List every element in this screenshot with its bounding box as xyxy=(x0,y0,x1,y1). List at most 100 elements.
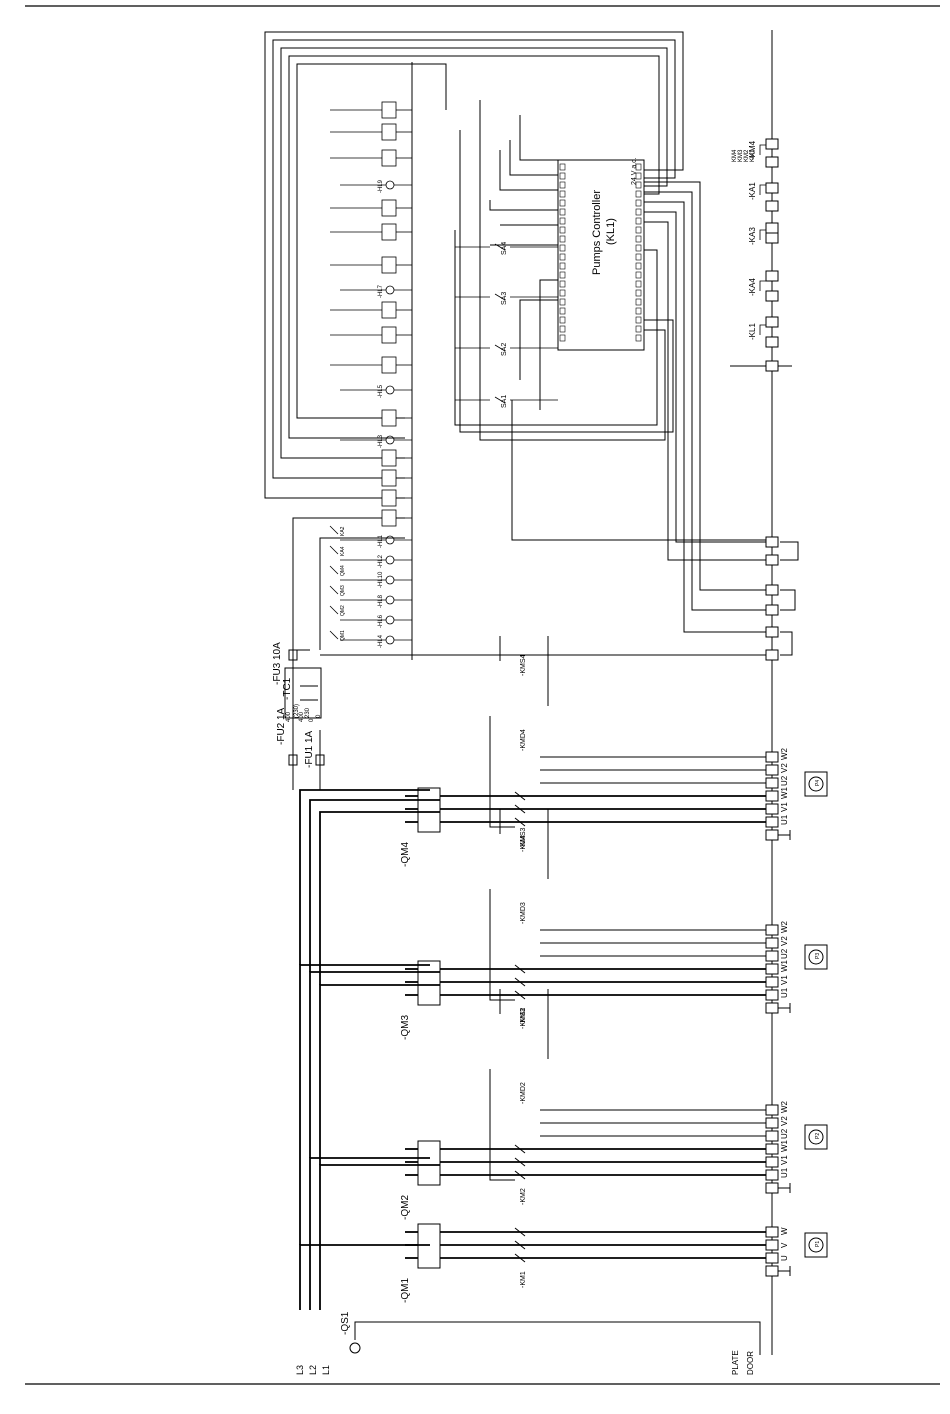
contact xyxy=(514,817,526,827)
terminal-label: V2 xyxy=(780,936,789,946)
terminal xyxy=(765,138,779,150)
lamp-label: -HL5 xyxy=(378,384,384,398)
aux-contact xyxy=(329,525,339,535)
lamp-label: -HL6 xyxy=(378,614,384,628)
breaker-label: -QM1 xyxy=(400,1278,411,1303)
terminal xyxy=(765,222,779,234)
lamp-icon xyxy=(385,435,395,445)
aux-contact-label: KA2 xyxy=(340,526,346,536)
relay-contact xyxy=(759,324,766,335)
lamp-icon xyxy=(385,635,395,645)
terminal xyxy=(765,790,779,802)
controller-pin xyxy=(635,325,642,333)
coil-box xyxy=(381,409,397,427)
contactor-label: -KMD2 xyxy=(520,1082,527,1104)
transformer-tap: (230) xyxy=(294,704,300,718)
controller-pin xyxy=(635,271,642,279)
motor-icon xyxy=(808,1237,824,1253)
terminal xyxy=(765,290,779,302)
controller-pins xyxy=(559,163,642,342)
terminal xyxy=(765,1002,779,1014)
terminal xyxy=(765,316,779,328)
power-busbars xyxy=(299,789,440,1310)
relay-contact xyxy=(759,184,766,195)
relay-contact-label: KM1 xyxy=(750,149,756,162)
controller-pin xyxy=(559,325,566,333)
terminal xyxy=(765,1156,779,1168)
terminal xyxy=(765,937,779,949)
controller-pin xyxy=(635,199,642,207)
controller-title: Pumps Controller xyxy=(591,190,603,275)
contact xyxy=(514,1170,526,1180)
controller-pin xyxy=(559,217,566,225)
terminal xyxy=(765,182,779,194)
relay-label: -KA4 xyxy=(748,278,757,296)
terminal xyxy=(765,989,779,1001)
controller-pin xyxy=(635,226,642,234)
switch-label: -QS1 xyxy=(340,1311,351,1335)
star-link xyxy=(499,636,549,706)
terminal xyxy=(765,751,779,763)
lamp-icon xyxy=(385,595,395,605)
controller-pin xyxy=(635,181,642,189)
coil-box xyxy=(381,149,397,167)
controller-pin xyxy=(559,253,566,261)
contact xyxy=(514,990,526,1000)
motor-box xyxy=(804,771,828,797)
terminal xyxy=(765,816,779,828)
aux-contact-label: QM4 xyxy=(340,565,346,576)
motor-label: P1 xyxy=(815,1241,821,1247)
lamp-label: -HL10 xyxy=(378,571,384,588)
terminal xyxy=(765,156,779,168)
controller-pin xyxy=(635,163,642,171)
controller-pin xyxy=(559,226,566,234)
contact xyxy=(514,1253,526,1263)
contact xyxy=(514,977,526,987)
coil-box xyxy=(381,449,397,467)
lamp-label: -HL7 xyxy=(378,284,384,298)
terminal xyxy=(765,777,779,789)
terminal-label: W1 xyxy=(780,959,789,972)
motor-label: P2 xyxy=(815,1133,821,1139)
controller-wiring xyxy=(454,100,772,633)
terminal-label: W2 xyxy=(780,920,789,933)
terminal xyxy=(765,649,779,661)
terminal-label: V1 xyxy=(780,1155,789,1165)
supply-label: L1 xyxy=(321,1365,331,1375)
aux-contact xyxy=(329,605,339,615)
delta-link xyxy=(489,889,515,1001)
motor-box xyxy=(804,1124,828,1150)
terminal xyxy=(765,1143,779,1155)
relay-label: -KA3 xyxy=(748,227,757,245)
breaker-label: -QM2 xyxy=(400,1195,411,1220)
controller-pin xyxy=(635,316,642,324)
supply-label: L3 xyxy=(295,1365,305,1375)
terminal-label: V1 xyxy=(780,975,789,985)
controller-pin xyxy=(559,280,566,288)
controller-pin xyxy=(635,244,642,252)
controller-pin xyxy=(559,208,566,216)
fuse-label: -FU3 10A xyxy=(272,642,283,685)
terminal xyxy=(765,1226,779,1238)
controller-pin xyxy=(559,190,566,198)
contactor-label: -KMD3 xyxy=(520,902,527,924)
motor-icon xyxy=(808,1129,824,1145)
terminal-label: V1 xyxy=(780,802,789,812)
contactor-label: -KMS4 xyxy=(520,655,527,677)
switch-label: SA4 xyxy=(501,242,508,255)
selector-switch xyxy=(455,344,558,352)
switch-label: SA2 xyxy=(501,343,508,356)
supply-label: L2 xyxy=(308,1365,318,1375)
controller-pin xyxy=(559,289,566,297)
lamp-label: -HL8 xyxy=(378,594,384,608)
terminal xyxy=(765,200,779,212)
controller-pin xyxy=(635,298,642,306)
footer-label: DOOR xyxy=(746,1351,755,1375)
breaker-body xyxy=(417,1140,441,1186)
terminal xyxy=(765,963,779,975)
transformer-tap: 400 xyxy=(299,711,305,722)
fuse-label: -FU2 1A xyxy=(276,707,287,745)
terminal xyxy=(765,1117,779,1129)
